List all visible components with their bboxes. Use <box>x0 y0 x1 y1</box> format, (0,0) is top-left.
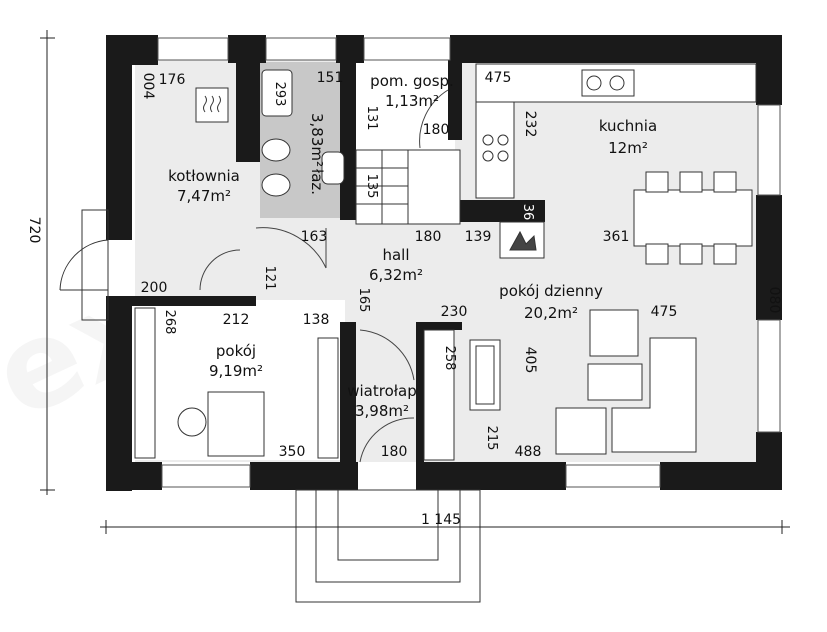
room-wiatrolap-name: wiatrołap <box>347 382 417 400</box>
room-lazienka-name: łaz. <box>308 169 326 195</box>
dim-232: 232 <box>522 111 538 138</box>
room-kotlownia-area: 7,47m² <box>177 187 231 205</box>
entrance-steps <box>295 489 481 603</box>
room-pokoj-dzienny-name: pokój dzienny <box>499 282 603 300</box>
dim-475-kitchen: 475 <box>485 70 512 86</box>
dim-36: 36 <box>520 204 535 221</box>
dim-004: 004 <box>140 73 156 100</box>
fireplace <box>499 221 545 259</box>
dim-293: 293 <box>272 82 287 107</box>
living-furniture <box>469 309 697 455</box>
dim-180-pom: 180 <box>423 122 450 138</box>
bedroom-furniture <box>134 307 339 459</box>
dim-180-hall: 180 <box>415 229 442 245</box>
dimension-labels: 1 145 720 080 176 004 151 293 475 180 13… <box>26 70 782 528</box>
room-pokoj-area: 9,19m² <box>209 362 263 380</box>
room-pom-gosp-area: 1,13m² <box>385 92 439 110</box>
dim-right-side: 080 <box>766 287 782 314</box>
room-kuchnia-area: 12m² <box>608 139 648 157</box>
doors <box>199 89 449 463</box>
dim-350: 350 <box>279 444 306 460</box>
room-pom-gosp-floor <box>355 60 455 150</box>
dim-131: 131 <box>364 106 379 131</box>
walls <box>106 35 782 491</box>
room-hall-name: hall <box>382 246 409 264</box>
dim-176: 176 <box>159 72 186 88</box>
dim-212: 212 <box>223 312 250 328</box>
dim-475-living: 475 <box>651 304 678 320</box>
room-kotlownia-name: kotłownia <box>168 167 240 185</box>
room-pokoj-name: pokój <box>216 342 256 360</box>
dim-200: 200 <box>141 280 168 296</box>
dim-405: 405 <box>522 347 538 374</box>
dim-180-entry: 180 <box>381 444 408 460</box>
boiler-fixtures <box>195 87 229 123</box>
dim-163: 163 <box>301 229 328 245</box>
windows <box>157 37 781 488</box>
dim-258: 258 <box>442 346 457 371</box>
dim-488: 488 <box>515 444 542 460</box>
room-lazienka-area: 3,83m² <box>308 113 326 167</box>
room-kuchnia-name: kuchnia <box>599 117 657 135</box>
stairs <box>355 149 461 225</box>
room-pom-gosp-name: pom. gosp. <box>370 72 454 90</box>
dim-215: 215 <box>484 426 499 451</box>
dim-165: 165 <box>356 288 371 313</box>
dim-138: 138 <box>303 312 330 328</box>
room-pokoj-dzienny-area: 20,2m² <box>524 304 578 322</box>
side-entrance <box>59 209 109 321</box>
dining-table <box>633 171 753 265</box>
bathroom-fixtures <box>261 69 345 197</box>
dim-230: 230 <box>441 304 468 320</box>
room-wiatrolap-area: 3,98m² <box>355 402 409 420</box>
vestibule-wardrobe <box>423 329 455 461</box>
room-hall-area: 6,32m² <box>369 266 423 284</box>
dim-361: 361 <box>603 229 630 245</box>
room-labels: kotłownia 7,47m² łaz. 3,83m² pom. gosp. … <box>168 72 657 420</box>
dim-151: 151 <box>317 70 344 86</box>
dimension-lines <box>40 30 790 534</box>
dim-268: 268 <box>162 310 177 335</box>
dim-139: 139 <box>465 229 492 245</box>
dim-overall-width: 1 145 <box>421 512 461 528</box>
dim-overall-height: 720 <box>26 217 42 244</box>
dim-135: 135 <box>364 174 379 199</box>
dim-121: 121 <box>262 266 277 291</box>
kitchen-counter <box>475 63 757 199</box>
